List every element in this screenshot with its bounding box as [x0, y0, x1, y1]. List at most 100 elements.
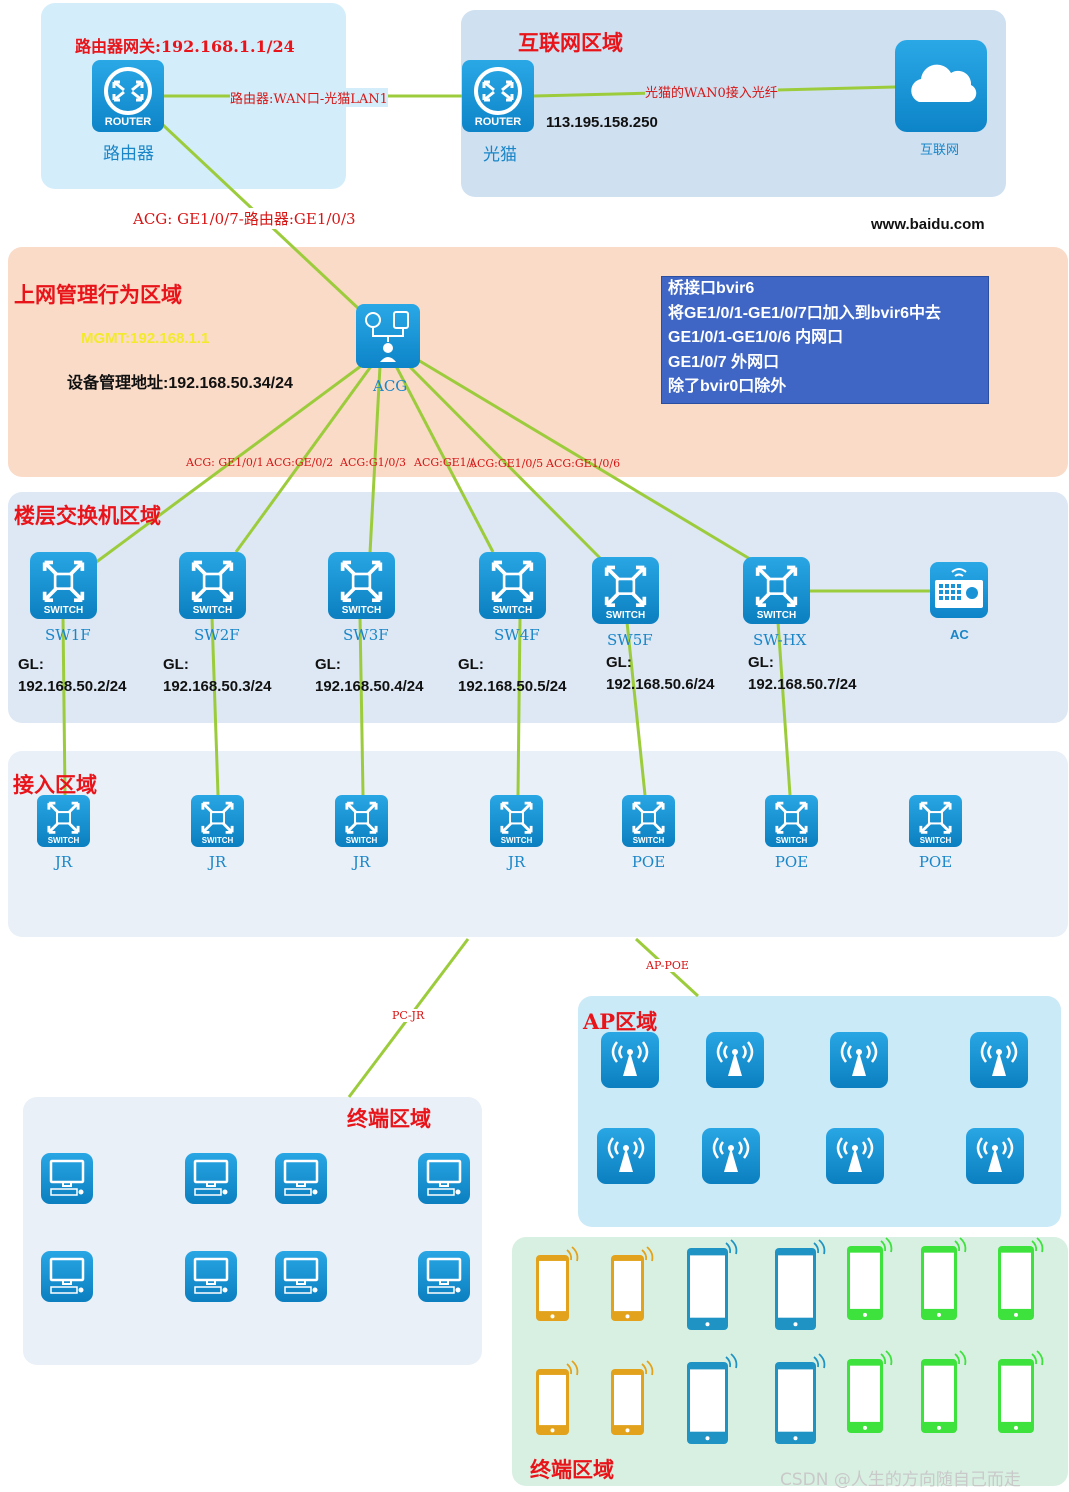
switch-badge: SWITCH	[192, 605, 233, 616]
link-acg-sw3	[368, 365, 382, 554]
phone-glyph-icon	[998, 1237, 1044, 1320]
terminal-zone-pc	[23, 1097, 482, 1365]
router-icon[interactable]: ROUTER	[92, 60, 164, 132]
link-sw5-poe	[625, 621, 647, 796]
pc-terminal-icon[interactable]	[185, 1251, 237, 1302]
access-switch-2[interactable]: SWITCH	[191, 795, 244, 847]
router-gateway-title: 路由器网关:192.168.1.1/24	[75, 37, 295, 56]
acg-name: ACG	[373, 377, 408, 395]
router-badge: ROUTER	[104, 116, 152, 128]
port-label-sw2: ACG:GE/0/2	[266, 456, 334, 469]
link-acg-sw5	[403, 360, 602, 560]
wireless-ap-icon[interactable]	[826, 1128, 884, 1184]
modem-ip: 113.195.158.250	[546, 114, 658, 131]
router-name: 路由器	[103, 144, 154, 164]
switch-icon	[201, 801, 234, 834]
mobile-phone-icon[interactable]	[998, 1350, 1044, 1433]
mobile-phone-icon[interactable]	[775, 1353, 826, 1444]
wireless-ap-icon[interactable]	[966, 1128, 1024, 1184]
wireless-ap-icon[interactable]	[830, 1032, 888, 1088]
modem-icon[interactable]: ROUTER	[462, 60, 534, 132]
access-switch-name: JR	[352, 853, 371, 871]
ap-glyph-icon	[607, 1137, 645, 1172]
pc-terminal-icon[interactable]	[275, 1251, 327, 1302]
switch-icon	[632, 801, 665, 834]
pc-terminal-icon[interactable]	[418, 1153, 470, 1204]
ap-glyph-icon	[976, 1137, 1014, 1172]
monitor-glyph-icon	[426, 1159, 462, 1196]
wireless-ap-icon[interactable]	[702, 1128, 760, 1184]
floor-switch-gl: GL:	[606, 654, 632, 671]
switch-icon	[345, 801, 378, 834]
link-label-acg-router: ACG: GE1/0/7-路由器:GE1/0/3	[133, 208, 356, 229]
info-line-2: 将GE1/0/1-GE1/0/7口加入到bvir6中去	[668, 304, 941, 322]
monitor-glyph-icon	[283, 1159, 319, 1196]
internet-cloud-icon[interactable]	[895, 40, 987, 132]
port-label-sw5: ACG:GE1/0/5	[469, 457, 544, 470]
floor-switch-6[interactable]: SWITCH	[743, 557, 810, 624]
floor-switch-4[interactable]: SWITCH	[479, 552, 546, 619]
pc-terminal-icon[interactable]	[275, 1153, 327, 1204]
pc-terminal-icon[interactable]	[418, 1251, 470, 1302]
switch-icon	[500, 801, 533, 834]
mobile-phone-icon[interactable]	[687, 1239, 738, 1330]
access-switch-3[interactable]: SWITCH	[335, 795, 388, 847]
ac-name: AC	[950, 627, 969, 642]
mobile-phone-icon[interactable]	[611, 1360, 654, 1435]
floor-switch-name: SW3F	[343, 626, 389, 644]
floor-switch-gl: GL:	[458, 656, 484, 673]
cloud-icon	[911, 64, 977, 102]
phone-glyph-icon	[847, 1350, 893, 1433]
link-label-pc-jr: PC-JR	[392, 1009, 425, 1022]
wireless-ap-icon[interactable]	[597, 1128, 655, 1184]
phone-glyph-icon	[687, 1353, 738, 1444]
pc-terminal-icon[interactable]	[41, 1153, 93, 1204]
access-switch-6[interactable]: SWITCH	[765, 795, 818, 847]
floor-switch-name: SW5F	[607, 631, 653, 649]
wireless-ap-icon[interactable]	[601, 1032, 659, 1088]
modem-badge: ROUTER	[474, 116, 522, 128]
access-switch-5[interactable]: SWITCH	[622, 795, 675, 847]
floor-switch-5[interactable]: SWITCH	[592, 557, 659, 624]
switch-icon	[775, 801, 808, 834]
mobile-phone-icon[interactable]	[847, 1350, 893, 1433]
mobile-phone-icon[interactable]	[998, 1237, 1044, 1320]
port-label-sw3: ACG:G1/0/3	[340, 456, 407, 469]
switch-badge: SWITCH	[500, 836, 533, 845]
internet-name: 互联网	[920, 143, 960, 158]
pc-terminal-icon[interactable]	[185, 1153, 237, 1204]
mobile-phone-icon[interactable]	[921, 1350, 967, 1433]
mobile-phone-icon[interactable]	[687, 1353, 738, 1444]
access-switch-1[interactable]: SWITCH	[37, 795, 90, 847]
access-switch-name: POE	[918, 853, 953, 871]
access-switch-7[interactable]: SWITCH	[909, 795, 962, 847]
access-switch-4[interactable]: SWITCH	[490, 795, 543, 847]
acg-icon	[365, 311, 409, 362]
ac-device[interactable]	[930, 562, 988, 618]
floor-switch-ip: 192.168.50.4/24	[315, 678, 424, 695]
floor-switch-gl: GL:	[163, 656, 189, 673]
wireless-ap-icon[interactable]	[970, 1032, 1028, 1088]
info-line-3: GE1/0/1-GE1/0/6 内网口	[668, 329, 844, 346]
access-switch-name: JR	[54, 853, 73, 871]
pc-terminal-icon[interactable]	[41, 1251, 93, 1302]
wireless-ap-icon[interactable]	[706, 1032, 764, 1088]
port-label-sw1: ACG: GE1/0/1	[186, 456, 264, 469]
phone-glyph-icon	[921, 1237, 967, 1320]
ap-glyph-icon	[716, 1041, 754, 1076]
mobile-phone-icon[interactable]	[775, 1239, 826, 1330]
mobile-phone-icon[interactable]	[536, 1360, 579, 1435]
floor-switch-1[interactable]: SWITCH	[30, 552, 97, 619]
phone-glyph-icon	[775, 1239, 826, 1330]
mobile-phone-icon[interactable]	[847, 1237, 893, 1320]
acg-device[interactable]	[356, 304, 420, 368]
switch-badge: SWITCH	[919, 836, 952, 845]
link-sw2-jr	[210, 616, 220, 796]
mobile-phone-icon[interactable]	[611, 1246, 654, 1321]
floor-switch-3[interactable]: SWITCH	[328, 552, 395, 619]
mobile-phone-icon[interactable]	[536, 1246, 579, 1321]
mobile-phone-icon[interactable]	[921, 1237, 967, 1320]
floor-switch-2[interactable]: SWITCH	[179, 552, 246, 619]
website-label: www.baidu.com	[871, 216, 985, 233]
ap-glyph-icon	[611, 1041, 649, 1076]
